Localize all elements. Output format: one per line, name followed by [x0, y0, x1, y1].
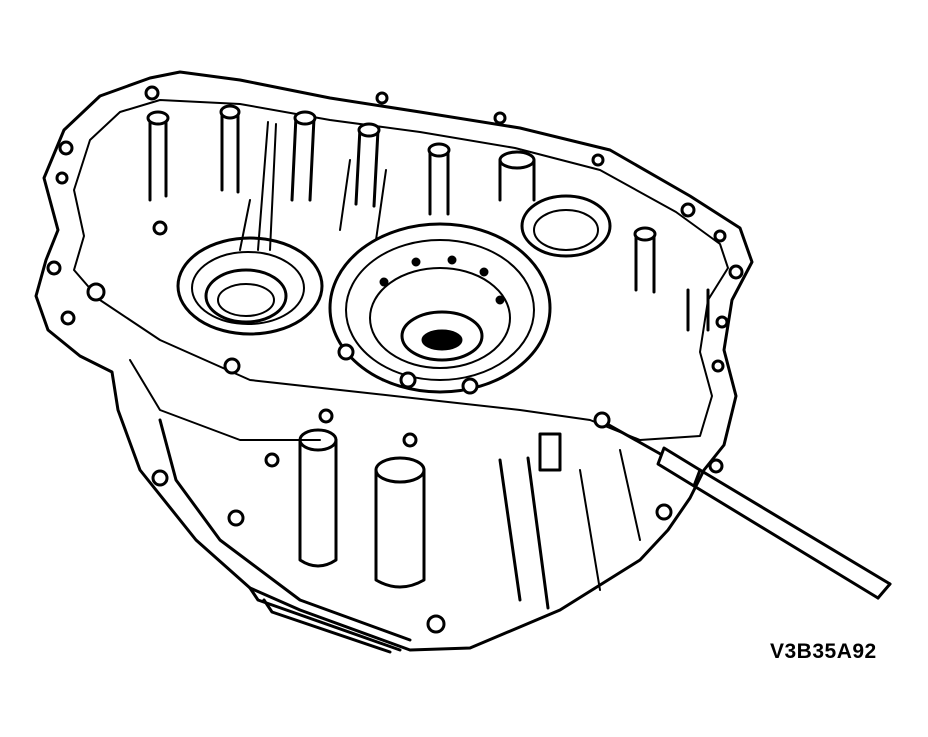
center-clutch-housing: [328, 222, 552, 395]
left-bearing-bore: [176, 236, 324, 336]
figure-code: V3B35A92: [770, 640, 877, 663]
lower-skirt: [129, 359, 641, 654]
internal-posts: [146, 104, 710, 332]
case-inner-rim: [73, 99, 729, 441]
lower-bosses: [298, 428, 562, 589]
right-bore: [520, 194, 612, 258]
flange-bolt-holes: [46, 85, 744, 634]
probe-tool: [593, 411, 892, 600]
